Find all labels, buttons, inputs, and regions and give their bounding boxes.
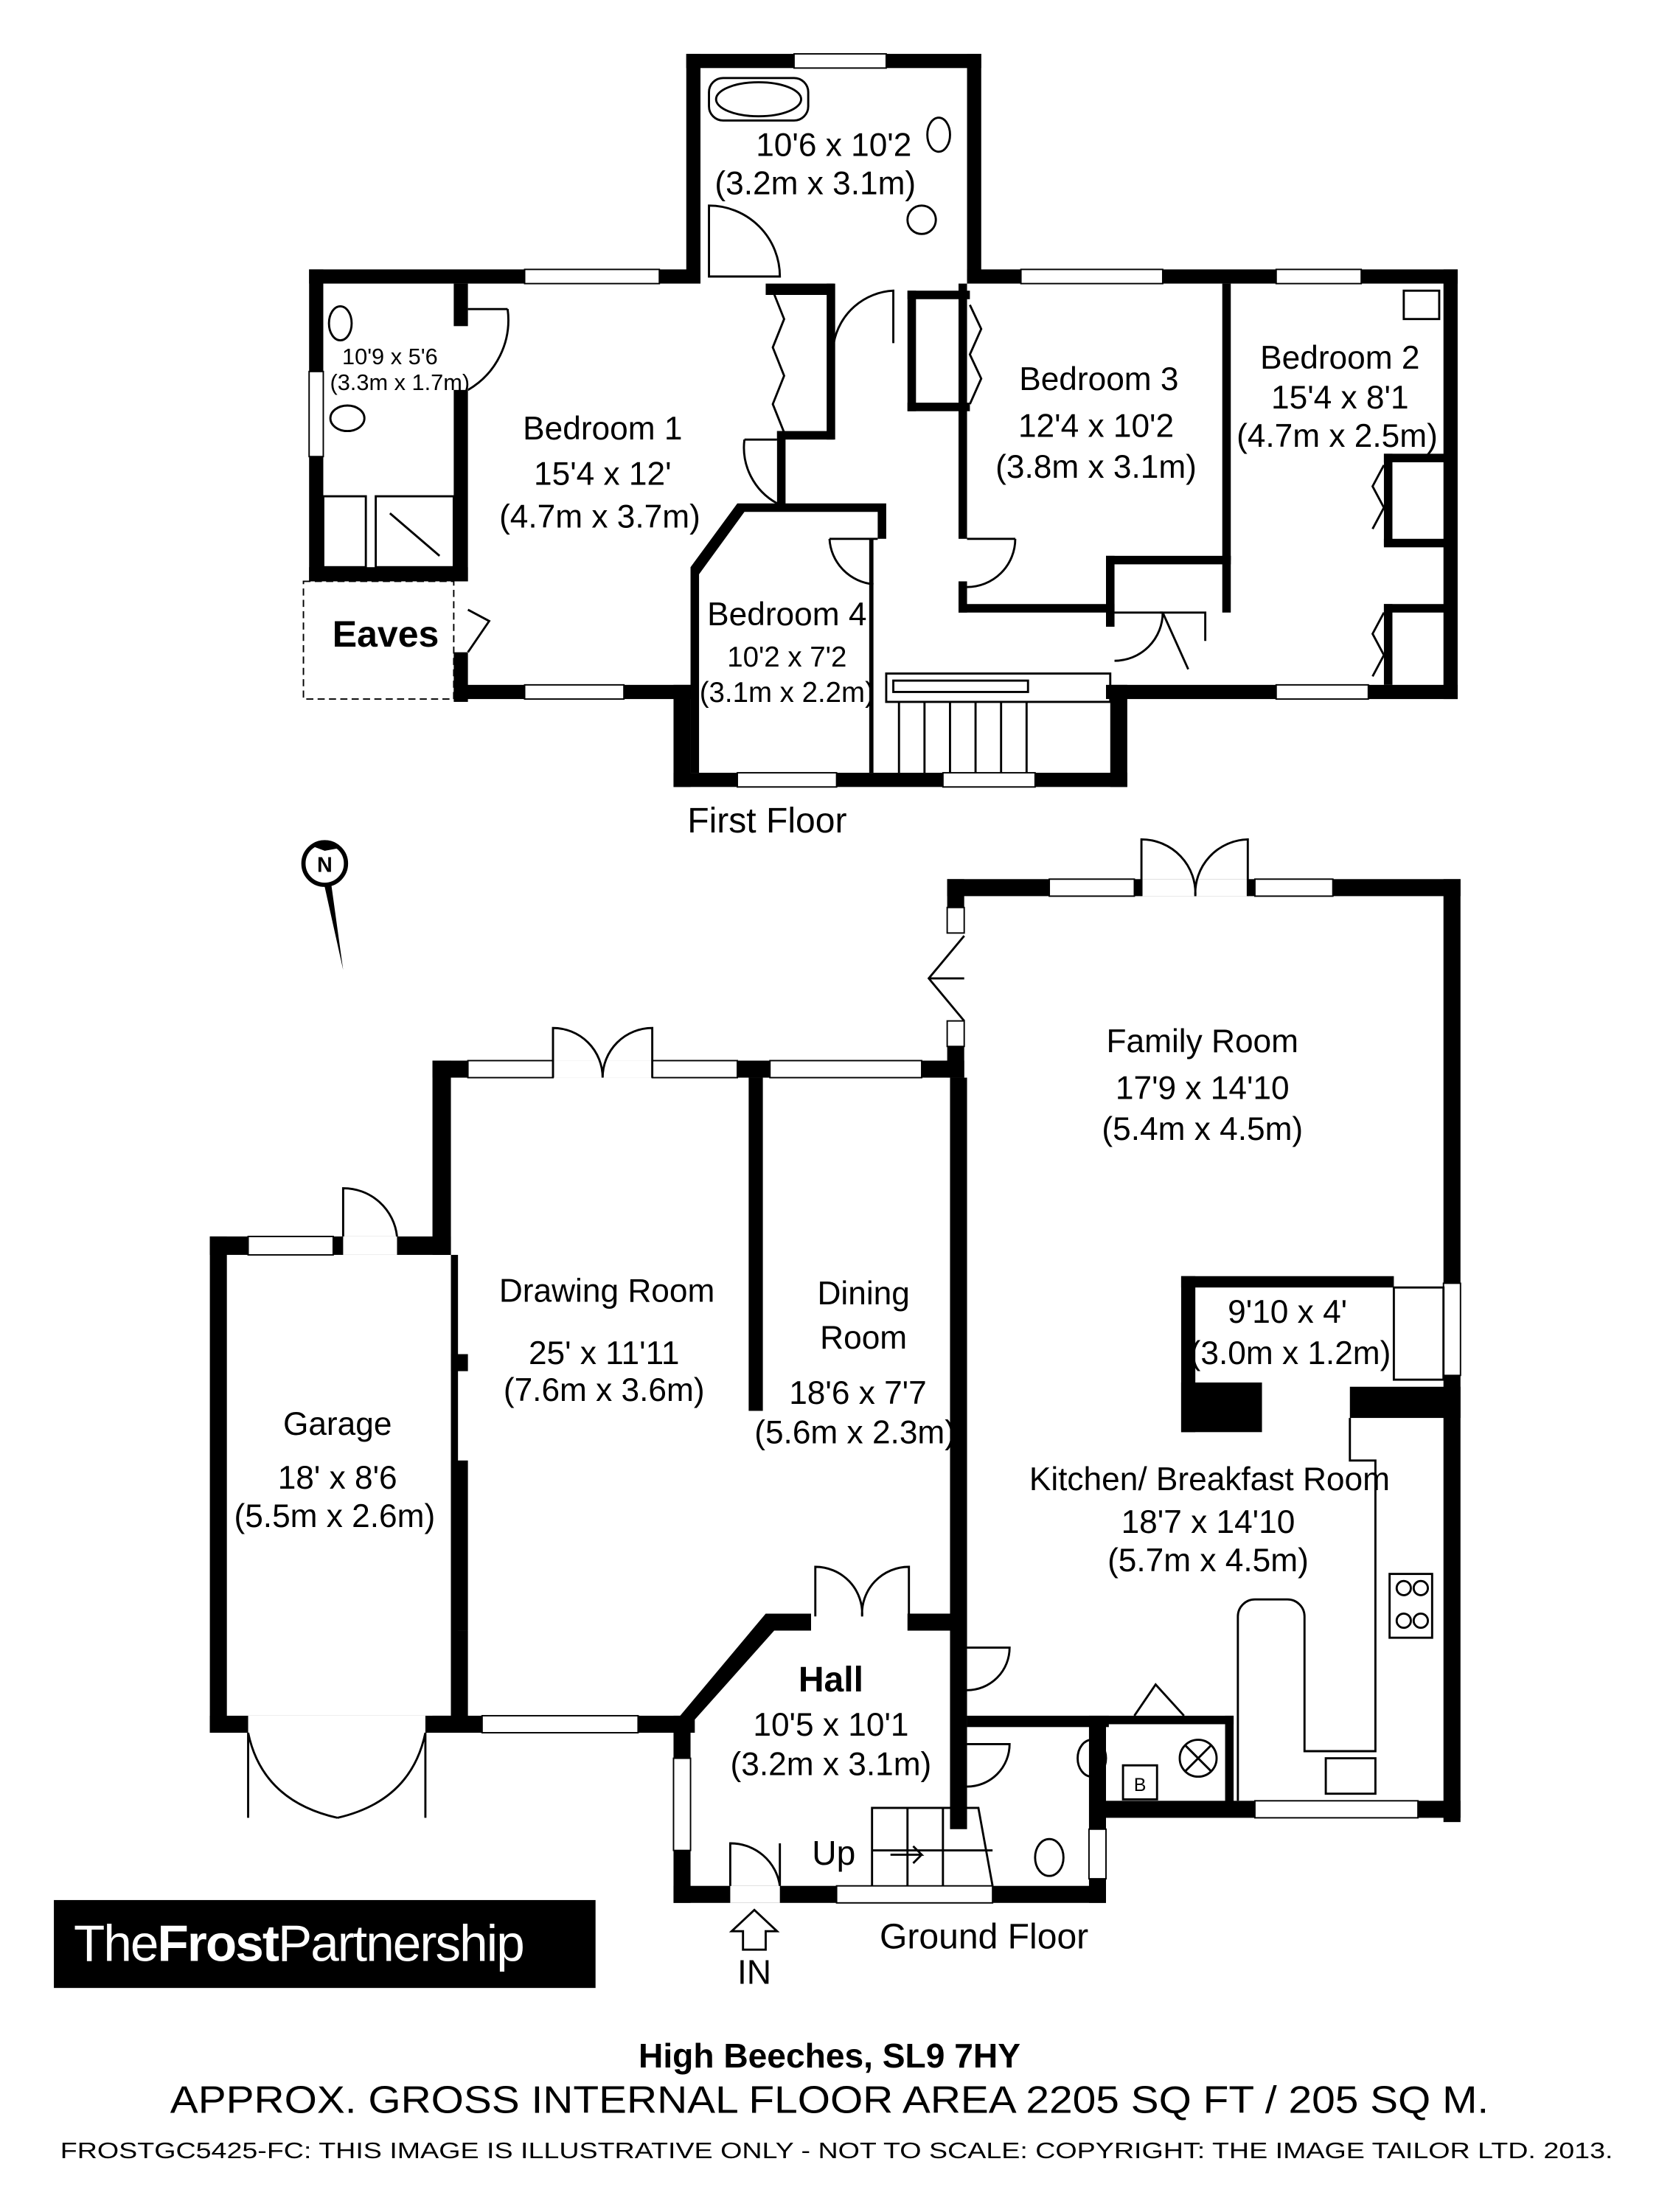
room-garage-metric: (5.5m x 2.6m) — [234, 1498, 435, 1534]
stairs-up-label: Up — [812, 1834, 855, 1872]
room-ensuite-metric: (3.3m x 1.7m) — [330, 369, 470, 395]
room-bathroom-metric: (3.2m x 3.1m) — [714, 165, 916, 201]
room-drawing-metric: (7.6m x 3.6m) — [504, 1372, 705, 1408]
first-floor-label: First Floor — [687, 801, 846, 841]
room-dining-size: 18'6 x 7'7 — [789, 1375, 927, 1411]
room-bedroom1-metric: (4.7m x 3.7m) — [499, 498, 700, 535]
room-dining-name-line1: Dining — [817, 1276, 909, 1312]
room-ensuite-size: 10'9 x 5'6 — [342, 344, 438, 369]
room-hall-size: 10'5 x 10'1 — [753, 1707, 908, 1743]
room-bedroom3-name: Bedroom 3 — [1019, 361, 1178, 397]
room-bedroom1-name: Bedroom 1 — [523, 411, 682, 447]
ground-floor-label: Ground Floor — [880, 1916, 1088, 1956]
disclaimer: FROSTGC5425-FC: THIS IMAGE IS ILLUSTRATI… — [60, 2138, 1613, 2163]
room-garage-size: 18' x 8'6 — [278, 1460, 397, 1496]
room-bedroom1-size: 15'4 x 12' — [534, 456, 672, 493]
room-bedroom3-metric: (3.8m x 3.1m) — [995, 449, 1197, 485]
room-drawing-name: Drawing Room — [499, 1273, 714, 1309]
room-bedroom3-size: 12'4 x 10'2 — [1018, 408, 1174, 444]
room-kitchen-size: 18'7 x 14'10 — [1121, 1504, 1295, 1540]
company-logo: TheFrostPartnership — [54, 1899, 596, 1989]
room-bathroom-size: 10'6 x 10'2 — [756, 128, 911, 164]
room-bedroom2-metric: (4.7m x 2.5m) — [1237, 418, 1438, 454]
ground-floor-walls — [209, 838, 1461, 1951]
entrance-arrow-icon — [728, 1908, 780, 1951]
svg-text:TheFrostPartnership: TheFrostPartnership — [74, 1915, 524, 1972]
room-dining-metric: (5.6m x 2.3m) — [754, 1415, 956, 1451]
floor-area: APPROX. GROSS INTERNAL FLOOR AREA 2205 S… — [170, 2079, 1489, 2121]
room-family-metric: (5.4m x 4.5m) — [1102, 1111, 1303, 1147]
room-bedroom4-metric: (3.1m x 2.2m) — [700, 677, 874, 709]
room-utility-metric: (3.0m x 1.2m) — [1190, 1335, 1391, 1371]
compass-label: N — [317, 854, 333, 877]
first-floor-labels: 10'6 x 10'2 (3.2m x 3.1m) 10'9 x 5'6 (3.… — [330, 128, 1437, 841]
room-bedroom4-name: Bedroom 4 — [707, 597, 866, 633]
room-hall-metric: (3.2m x 3.1m) — [731, 1747, 932, 1783]
boiler-label: B — [1134, 1775, 1147, 1795]
first-floor-walls — [302, 53, 1458, 788]
property-address: High Beeches, SL9 7HY — [639, 2037, 1020, 2075]
compass-icon: N — [301, 840, 349, 970]
room-kitchen-name: Kitchen/ Breakfast Room — [1029, 1461, 1390, 1498]
room-kitchen-metric: (5.7m x 4.5m) — [1107, 1543, 1309, 1579]
room-bedroom2-size: 15'4 x 8'1 — [1271, 380, 1409, 416]
room-drawing-size: 25' x 11'11 — [529, 1335, 680, 1371]
room-eaves-name: Eaves — [333, 613, 439, 655]
room-garage-name: Garage — [283, 1406, 392, 1442]
room-dining-name-line2: Room — [820, 1320, 907, 1356]
room-family-name: Family Room — [1107, 1023, 1298, 1060]
room-bedroom2-name: Bedroom 2 — [1260, 340, 1419, 376]
room-bedroom4-size: 10'2 x 7'2 — [727, 641, 846, 673]
ground-floor-labels: Family Room 17'9 x 14'10 (5.4m x 4.5m) D… — [234, 1023, 1391, 1991]
room-family-size: 17'9 x 14'10 — [1116, 1070, 1290, 1106]
room-hall-name: Hall — [799, 1660, 863, 1700]
entrance-label: IN — [737, 1952, 771, 1991]
room-utility-size: 9'10 x 4' — [1228, 1294, 1347, 1330]
